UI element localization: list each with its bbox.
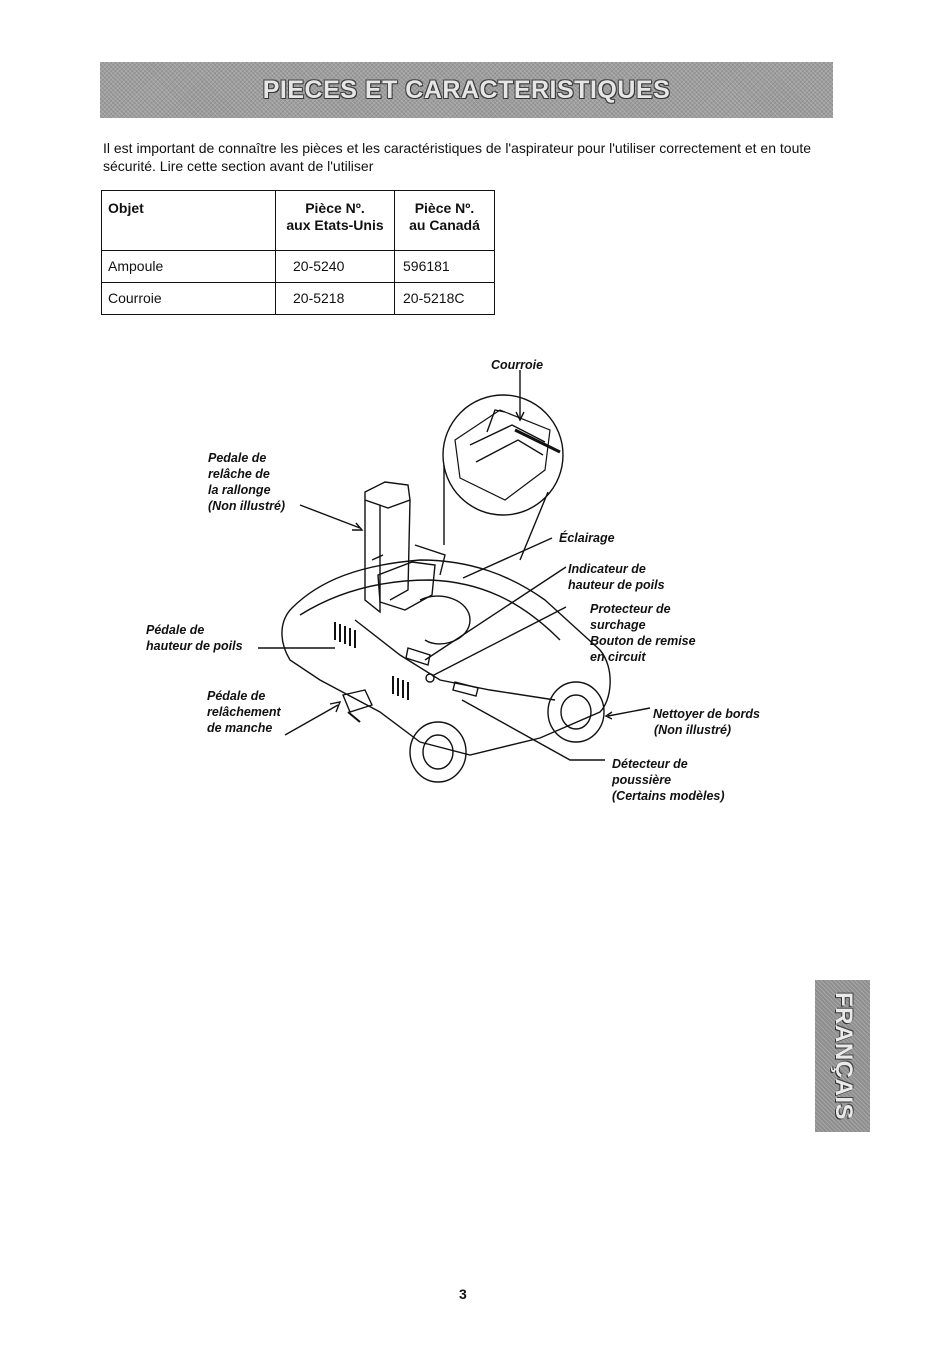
parts-table: Objet Pièce Nº. aux Etats-Unis Pièce Nº.… (101, 190, 495, 315)
column-header-ca: Pièce Nº. au Canadá (394, 190, 495, 251)
column-header-objet: Objet (101, 190, 276, 251)
cell-ca: 596181 (394, 250, 495, 283)
language-tab-label: FRANÇAIS (829, 992, 857, 1120)
callout-protecteur: Protecteur de surchage Bouton de remise … (590, 602, 696, 664)
cell-objet: Courroie (101, 282, 276, 315)
column-header-us: Pièce Nº. aux Etats-Unis (275, 190, 395, 251)
cell-us: 20-5218 (275, 282, 395, 315)
cell-us: 20-5240 (275, 250, 395, 283)
table-header-row: Objet Pièce Nº. aux Etats-Unis Pièce Nº.… (101, 190, 495, 251)
table-row: Ampoule 20-5240 596181 (101, 250, 495, 283)
language-tab: FRANÇAIS (815, 980, 870, 1132)
section-title: PIECES ET CARACTERISTIQUES (262, 75, 671, 104)
callout-eclairage: Éclairage (559, 531, 615, 545)
cell-objet: Ampoule (101, 250, 276, 283)
callout-pedale-manche: Pédale de relâchement de manche (207, 689, 281, 735)
page-number: 3 (459, 1286, 467, 1302)
callout-detecteur: Détecteur de poussière (Certains modèles… (612, 757, 725, 803)
table-row: Courroie 20-5218 20-5218C (101, 282, 495, 315)
callout-indicateur: Indicateur de hauteur de poils (568, 562, 665, 592)
section-title-banner: PIECES ET CARACTERISTIQUES (100, 62, 833, 118)
callout-pedale-rallonge: Pedale de relâche de la rallonge (Non il… (208, 451, 286, 513)
intro-paragraph: Il est important de connaître les pièces… (103, 140, 812, 174)
callout-courroie: Courroie (491, 358, 544, 372)
callout-nettoyer: Nettoyer de bords (Non illustré) (653, 707, 760, 737)
cell-ca: 20-5218C (394, 282, 495, 315)
belt-detail-circle (442, 394, 564, 516)
callout-pedale-hauteur: Pédale de hauteur de poils (146, 623, 243, 653)
